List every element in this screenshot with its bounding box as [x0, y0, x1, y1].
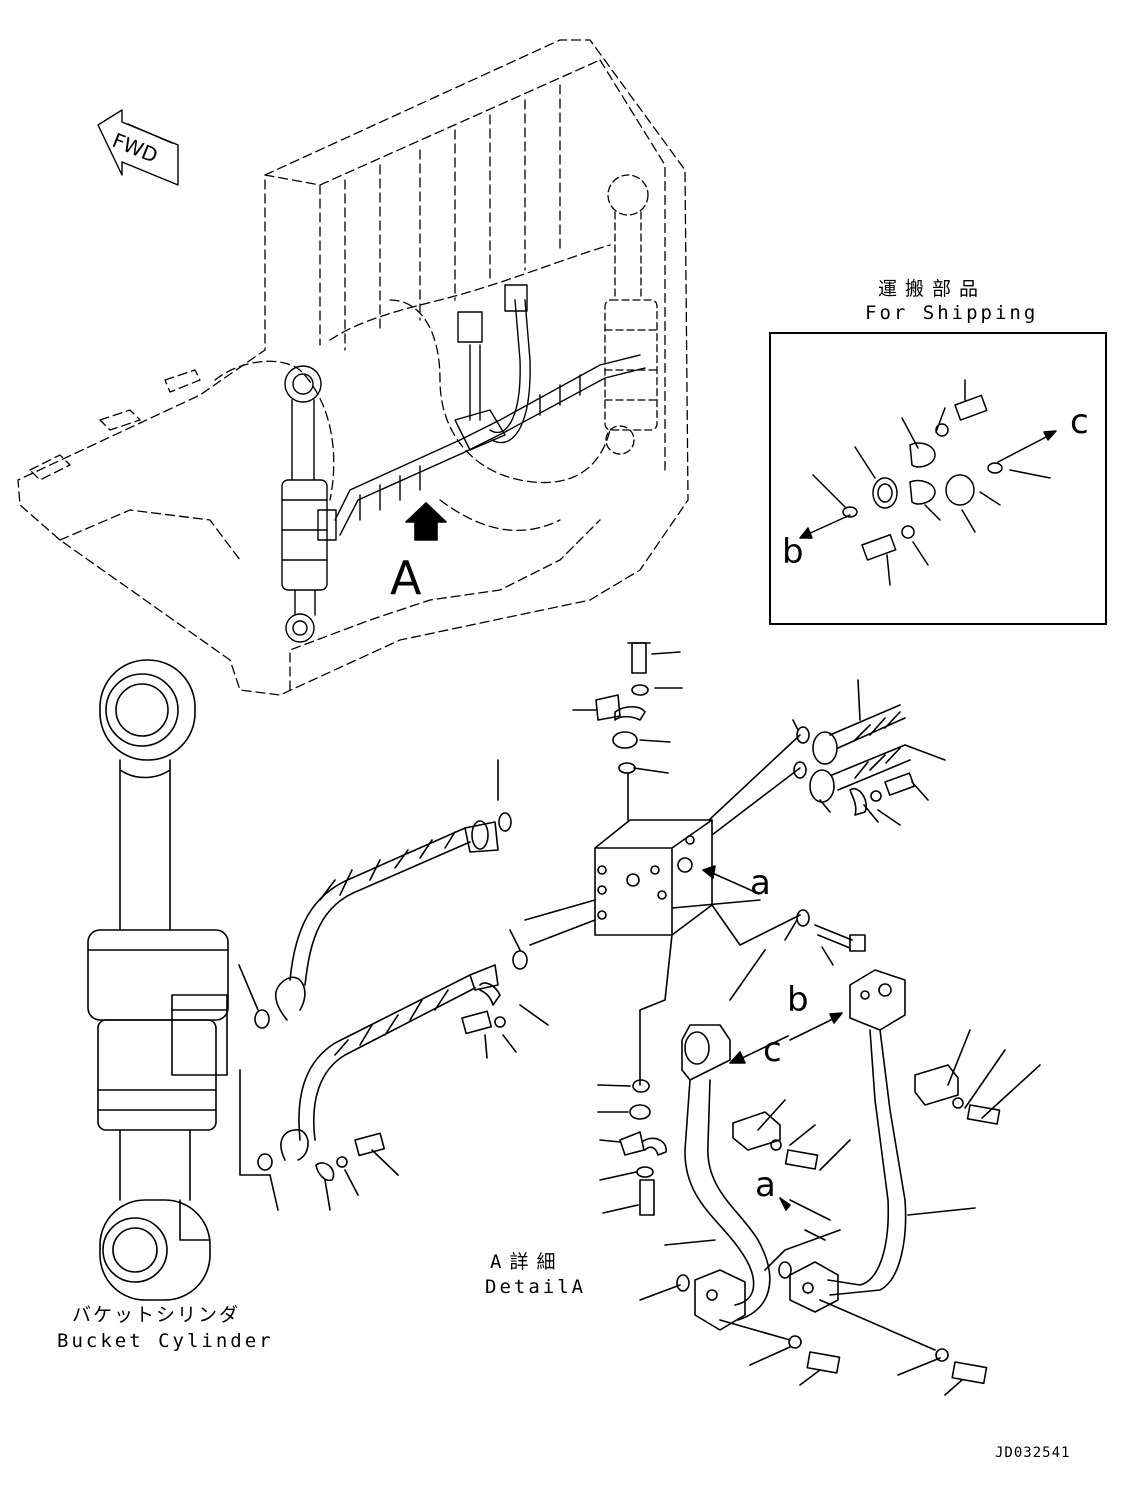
- view-arrow: [405, 502, 447, 541]
- shipping-callout-c: c: [1070, 402, 1089, 442]
- shipping-title-jp: 運搬部品: [878, 278, 987, 300]
- fwd-arrow-icon: [97, 109, 179, 186]
- detail-title-en: DetailA: [485, 1276, 587, 1298]
- shipping-parts-box: [769, 332, 1107, 625]
- detail-callout-b: b: [787, 980, 809, 1020]
- detail-title-jp: A詳細: [490, 1251, 564, 1273]
- bucket-cylinder-title-jp: バケットシリンダ: [72, 1304, 241, 1326]
- shipping-title-en: For Shipping: [865, 302, 1039, 324]
- detail-callout-a-lower: a: [755, 1165, 776, 1205]
- upper-left-cylinder: [281, 365, 337, 643]
- shipping-callout-b: b: [782, 532, 804, 572]
- detail-callout-a-upper: a: [750, 863, 771, 903]
- bucket-cylinder-title-en: Bucket Cylinder: [57, 1330, 274, 1352]
- view-letter-a: A: [390, 551, 422, 605]
- upper-piping: [334, 284, 646, 536]
- bucket-cylinder-drawing: [87, 659, 271, 1301]
- upper-right-cylinder: [604, 174, 658, 455]
- detail-callout-c: c: [763, 1030, 782, 1070]
- drawing-code: JD032541: [995, 1445, 1071, 1461]
- detail-a-drawing: [238, 642, 1041, 1396]
- bucket-outline: [17, 39, 689, 696]
- shipping-parts-drawing: [799, 379, 1057, 586]
